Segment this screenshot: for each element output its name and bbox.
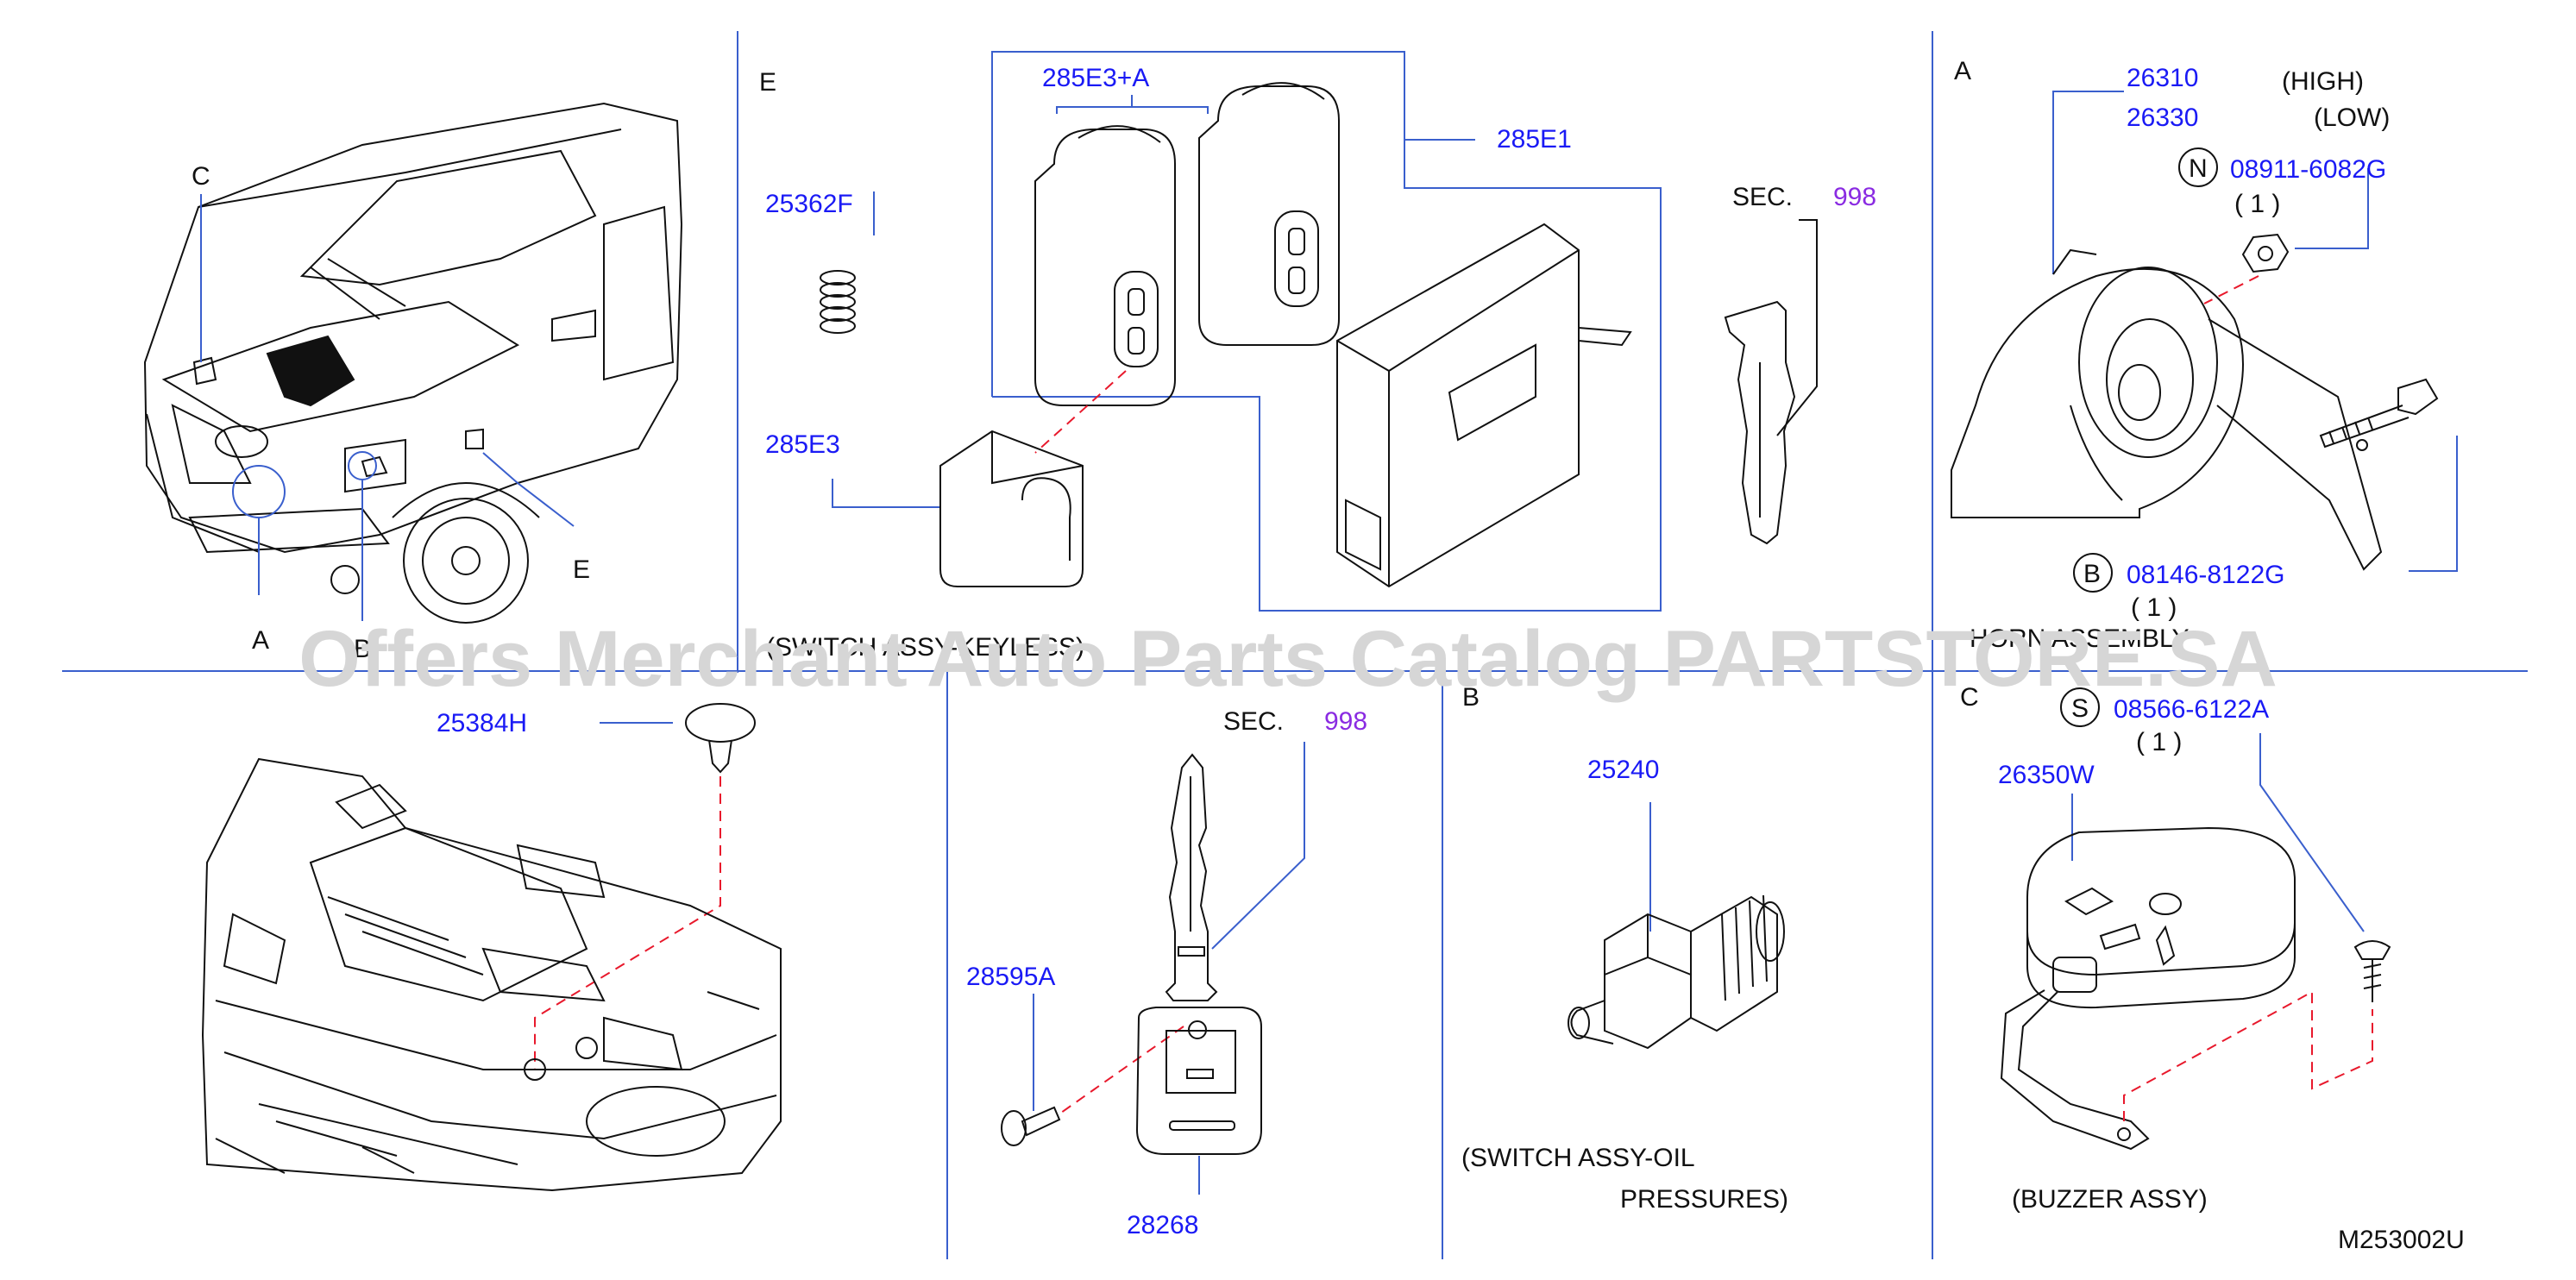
panel-e-caption: (SWITCH ASSY-KEYLESS) [766,633,1084,662]
spring-25362f[interactable] [820,270,856,334]
bolt-letter: B [2083,560,2101,588]
horn-nut[interactable] [2241,233,2290,273]
leader-screw-c [2259,733,2365,932]
vehicle-illustration [143,102,683,624]
keyless-remote-cover[interactable] [939,430,1084,587]
vehicle-callout-c[interactable]: C [192,162,210,191]
horn-assembly[interactable] [1951,248,2383,571]
nut-letter: N [2189,154,2208,183]
part-285e3[interactable]: 285E3 [765,430,840,459]
panel-c-caption: (BUZZER ASSY) [2012,1185,2208,1214]
bolt-qty: ( 1 ) [2131,593,2177,622]
nut-badge [2178,147,2218,187]
mechanical-key[interactable] [1165,753,1218,1001]
keyless-remote-2[interactable] [1198,82,1340,346]
panel-b-caption-line1: (SWITCH ASSY-OIL [1461,1144,1695,1172]
buzzer-assembly[interactable] [2000,826,2296,1151]
vehicle-callout-leaders [200,194,575,621]
part-28595a[interactable]: 28595A [966,963,1055,991]
panel-key-sec-label: SEC. [1223,707,1284,736]
watermark: Offers Merchant Auto Parts Catalog PARTS… [298,615,2278,703]
screw-badge [2060,687,2100,727]
nut-qty: ( 1 ) [2234,190,2280,218]
leader-key-sec [1211,742,1305,950]
vehicle-floor-illustration [201,757,782,1192]
panel-e-sec-number[interactable]: 998 [1833,183,1876,211]
panel-a-caption: HORN ASSEMBLY [1970,624,2190,653]
part-25362f[interactable]: 25362F [765,190,853,218]
leader-bolt [2409,436,2458,572]
leader-clip-dashed [534,776,721,1070]
leader-remote-to-cover [1034,370,1127,454]
leader-buzzer-dashed [2123,990,2373,1121]
part-28268[interactable]: 28268 [1127,1211,1198,1239]
part-285e3a[interactable]: 285E3+A [1042,64,1149,92]
vehicle-callout-b[interactable]: B [354,635,371,663]
part-08911-6082g[interactable]: 08911-6082G [2230,155,2386,184]
keyless-control-unit[interactable] [1336,223,1632,588]
key-holder[interactable] [1135,1007,1262,1155]
section-dividers [62,31,2528,1259]
leader-horn [2052,91,2124,274]
leader-nut-dashed [2203,275,2259,304]
part-08566-6122a[interactable]: 08566-6122A [2114,695,2269,724]
panel-e-letter: E [759,68,776,97]
part-26310[interactable]: 26310 [2127,64,2198,92]
leader-nut [2295,168,2369,249]
leader-screw-dashed [1060,1026,1184,1114]
part-26330[interactable]: 26330 [2127,104,2198,132]
keyless-remote-1[interactable] [1034,125,1176,406]
panel-b-caption-line2: PRESSURES) [1620,1185,1788,1214]
note-low: (LOW) [2314,104,2390,132]
screw-28595a[interactable] [1001,1106,1061,1146]
screw-qty: ( 1 ) [2136,728,2182,756]
panel-a-letter: A [1954,57,1971,85]
note-high: (HIGH) [2282,67,2364,96]
panel-c-letter: C [1960,683,1979,712]
oil-pressure-switch[interactable] [1568,894,1785,1050]
clip-25384h[interactable] [685,703,756,774]
horn-bolt[interactable] [2319,378,2439,449]
vehicle-callout-e[interactable]: E [573,555,590,584]
key-blade-998[interactable] [1724,219,1818,545]
part-285e1[interactable]: 285E1 [1497,125,1572,154]
part-25240[interactable]: 25240 [1587,756,1659,784]
part-25384h[interactable]: 25384H [437,709,527,737]
keyless-bracket-lines [832,51,1662,612]
part-26350w[interactable]: 26350W [1998,761,2095,789]
figure-code: M253002U [2338,1226,2465,1254]
screw-letter: S [2071,694,2089,723]
panel-key-sec-number[interactable]: 998 [1324,707,1367,736]
panel-b-letter: B [1462,683,1480,712]
panel-e-sec-label: SEC. [1732,183,1793,211]
screw-08566-6122a[interactable] [2353,940,2391,1002]
part-08146-8122g[interactable]: 08146-8122G [2127,561,2285,589]
vehicle-callout-a[interactable]: A [252,626,269,655]
bolt-badge [2073,553,2113,593]
